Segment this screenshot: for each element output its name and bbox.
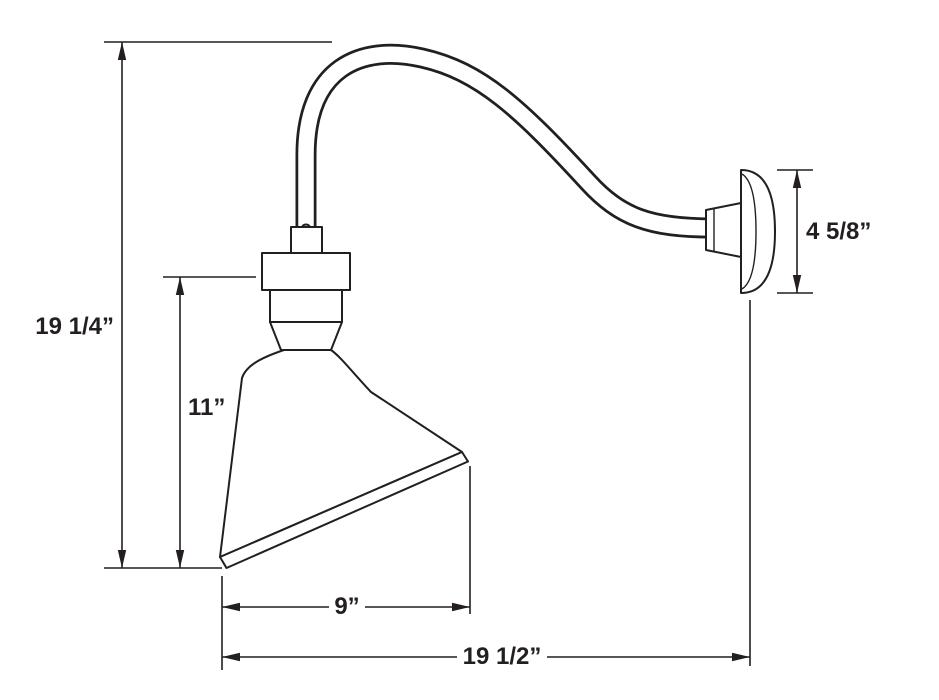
- socket-neck: [269, 321, 343, 351]
- gooseneck-arm: [298, 46, 713, 242]
- lamp-shade: [219, 349, 463, 558]
- dimension-label-overall-height: 19 1/4”: [35, 313, 114, 340]
- wall-mount-bracket: [705, 202, 742, 258]
- dimension-label-shade-width: 9”: [334, 593, 359, 620]
- socket-body: [269, 289, 343, 323]
- swivel-cap: [290, 226, 323, 254]
- label-background-shade-width: [329, 592, 365, 618]
- label-background-projection: [457, 643, 547, 670]
- wall-mount-plate: [740, 169, 776, 294]
- wall-mount-plate-edge: [741, 173, 757, 290]
- socket-collar: [261, 252, 351, 291]
- dimension-annotations: 19 1/4” 11” 4 5/8” 9” 19 1/2”: [35, 41, 871, 670]
- dimension-label-plate-height: 4 5/8”: [806, 218, 871, 245]
- dimension-label-shade-height: 11”: [188, 394, 225, 421]
- light-fixture: [219, 43, 776, 569]
- gooseneck-arm-outline: [295, 43, 713, 242]
- dimension-label-projection: 19 1/2”: [463, 643, 542, 670]
- lamp-shade-rim: [219, 451, 469, 569]
